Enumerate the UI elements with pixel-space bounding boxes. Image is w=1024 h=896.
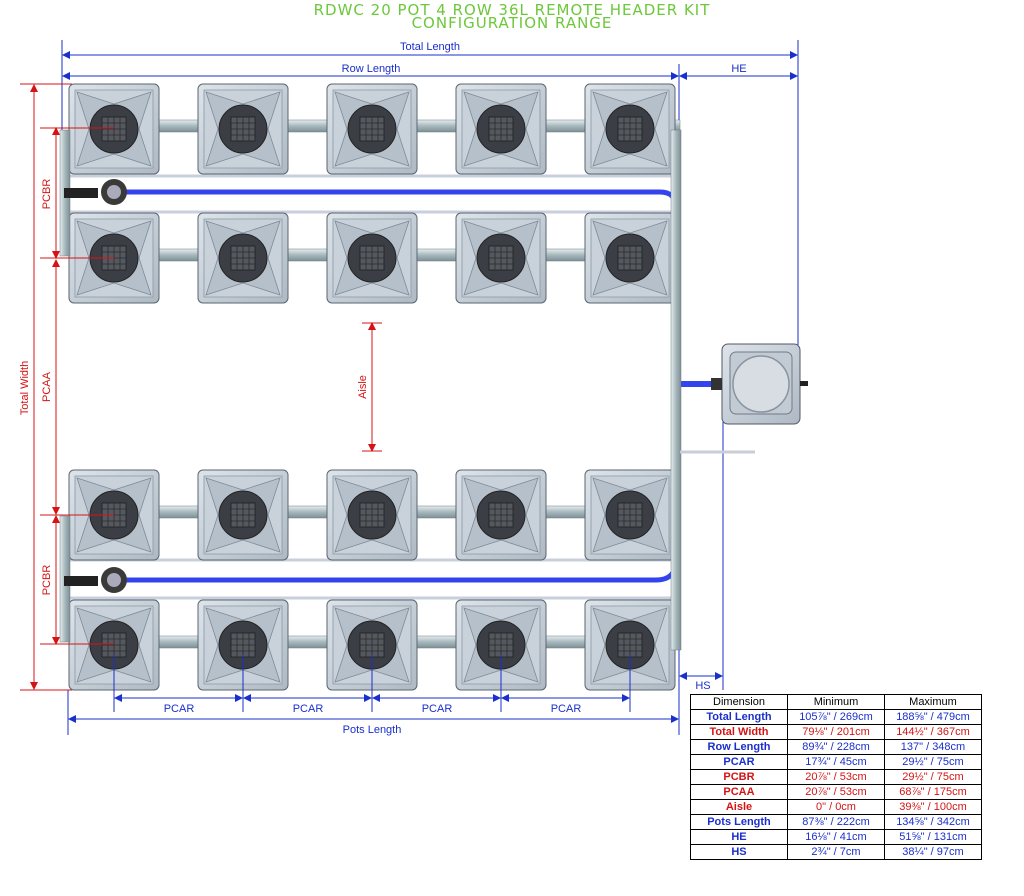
pot-1-1 [68, 83, 160, 175]
pot-1-2 [197, 83, 289, 175]
pcar-label-2: PCAR [293, 703, 324, 715]
pcbr-top-label: PCBR [41, 179, 53, 210]
pot-2-3 [326, 212, 418, 304]
pot-1-5 [584, 83, 676, 175]
pot-3-5 [584, 469, 676, 561]
pcar-label-3: PCAR [422, 703, 453, 715]
maximum-cell: 137" / 348cm [884, 739, 982, 755]
pcbr-bottom-label: PCBR [41, 565, 53, 596]
pot-4-3 [326, 599, 418, 691]
aisle-label: Aisle [357, 375, 369, 399]
dimension-cell: PCBR [690, 769, 788, 785]
minimum-cell: 79⅛" / 201cm [787, 724, 885, 740]
dimension-cell: HS [690, 844, 788, 860]
minimum-cell: 17¾" / 45cm [787, 754, 885, 770]
hs-label: HS [695, 680, 710, 692]
pot-4-4 [455, 599, 547, 691]
hs-dimension: HS [679, 672, 723, 692]
total-length-label: Total Length [400, 41, 460, 53]
maximum-cell: 144½" / 367cm [884, 724, 982, 740]
maximum-cell: 29½" / 75cm [884, 754, 982, 770]
maximum-cell: 39⅜" / 100cm [884, 799, 982, 815]
pot-1-4 [455, 83, 547, 175]
he-label: HE [731, 63, 746, 75]
maximum-cell: 188⅝" / 479cm [884, 709, 982, 725]
pcar-label-1: PCAR [164, 703, 195, 715]
pots-length-dimension: Pots Length [68, 715, 679, 736]
dimension-cell: PCAA [690, 784, 788, 800]
pcaa-dimension: PCAA [41, 259, 60, 515]
diagram-title: RDWC 20 POT 4 ROW 36L REMOTE HEADER KIT [313, 1, 711, 19]
pot-3-2 [197, 469, 289, 561]
header-dimension: Dimension [690, 694, 788, 710]
total-length-dimension: Total Length [62, 41, 798, 59]
total-width-dimension: Total Width [19, 84, 38, 690]
dimension-cell: Row Length [690, 739, 788, 755]
row-length-dimension: Row Length [62, 63, 679, 80]
row-length-label: Row Length [342, 63, 401, 75]
pot-4-5 [584, 599, 676, 691]
dimension-cell: Total Length [690, 709, 788, 725]
dimension-cell: Total Width [690, 724, 788, 740]
minimum-cell: 87⅜" / 222cm [787, 814, 885, 830]
pump-top [64, 179, 127, 205]
remote-header-tank [680, 343, 808, 425]
total-width-label: Total Width [19, 361, 31, 415]
minimum-cell: 20⅞" / 53cm [787, 769, 885, 785]
maximum-cell: 29½" / 75cm [884, 769, 982, 785]
aisle-dimension: Aisle [357, 322, 382, 452]
pot-2-5 [584, 212, 676, 304]
pot-3-4 [455, 469, 547, 561]
pot-1-3 [326, 83, 418, 175]
pot-4-1 [68, 599, 160, 691]
minimum-cell: 0" / 0cm [787, 799, 885, 815]
header-minimum: Minimum [787, 694, 885, 710]
dimension-cell: HE [690, 829, 788, 845]
he-dimension: HE [679, 63, 798, 80]
pcar-dimensions: PCAR PCAR PCAR PCAR [113, 655, 631, 715]
maximum-cell: 134⅝" / 342cm [884, 814, 982, 830]
pots-length-label: Pots Length [343, 724, 402, 736]
pot-rows [40, 83, 681, 691]
pot-3-3 [326, 469, 418, 561]
pcbr-top-dimension: PCBR [40, 127, 110, 259]
dimension-cell: Aisle [690, 799, 788, 815]
side-return-pipes [59, 129, 755, 651]
red-extension-lines [20, 83, 72, 691]
pot-2-2 [197, 212, 289, 304]
pcaa-label: PCAA [41, 371, 53, 402]
maximum-cell: 38¼" / 97cm [884, 844, 982, 860]
minimum-cell: 89¾" / 228cm [787, 739, 885, 755]
extension-lines [61, 40, 799, 735]
minimum-cell: 16⅛" / 41cm [787, 829, 885, 845]
pot-4-2 [197, 599, 289, 691]
dimension-cell: PCAR [690, 754, 788, 770]
maximum-cell: 51⅝" / 131cm [884, 829, 982, 845]
pot-2-4 [455, 212, 547, 304]
diagram-subtitle: CONFIGURATION RANGE [411, 14, 613, 32]
maximum-cell: 68⅞" / 175cm [884, 784, 982, 800]
dimension-cell: Pots Length [690, 814, 788, 830]
pcbr-bottom-dimension: PCBR [40, 514, 110, 645]
minimum-cell: 2¾" / 7cm [787, 844, 885, 860]
pump-bottom [64, 567, 127, 593]
header-maximum: Maximum [884, 694, 982, 710]
minimum-cell: 105⅞" / 269cm [787, 709, 885, 725]
pcar-label-4: PCAR [551, 703, 582, 715]
minimum-cell: 20⅞" / 53cm [787, 784, 885, 800]
table-header-row: Dimension Minimum Maximum [690, 694, 982, 710]
